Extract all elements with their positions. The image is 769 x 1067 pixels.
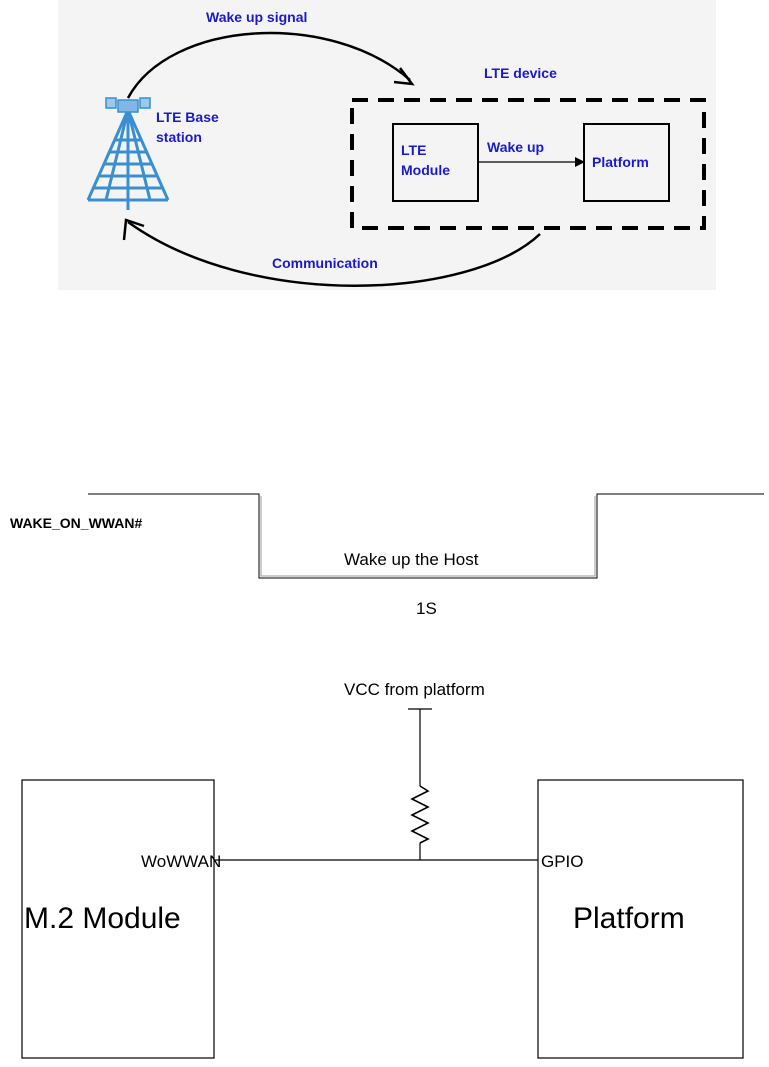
- base-station-label-line2: station: [156, 129, 202, 145]
- signal-name-label: WAKE_ON_WWAN#: [10, 515, 142, 531]
- m2-module-label: M.2 Module: [24, 902, 181, 935]
- vcc-label: VCC from platform: [344, 680, 485, 699]
- base-station-label-line1: LTE Base: [156, 109, 219, 125]
- lte-wakeup-diagram: Wake up signal LTE device Communication …: [58, 0, 716, 290]
- lte-module-label-line2: Module: [401, 162, 450, 178]
- wowwan-pin-label: WoWWAN: [141, 852, 221, 871]
- circuit-diagram: VCC from platform WoWWAN M.2 Module GPIO…: [22, 680, 743, 1058]
- low-phase-label: Wake up the Host: [344, 550, 479, 569]
- wake-up-signal-label: Wake up signal: [206, 9, 307, 25]
- pull-up-resistor: [412, 786, 428, 843]
- gpio-pin-label: GPIO: [541, 852, 584, 871]
- platform-circuit-label: Platform: [573, 902, 685, 935]
- timing-diagram: WAKE_ON_WWAN# Wake up the Host 1S: [10, 494, 764, 618]
- duration-label: 1S: [416, 599, 437, 618]
- platform-box-label: Platform: [592, 154, 649, 170]
- communication-label: Communication: [272, 255, 378, 271]
- lte-module-label-line1: LTE: [401, 142, 426, 158]
- wake-up-arrow-label: Wake up: [487, 139, 544, 155]
- lte-device-label: LTE device: [484, 65, 557, 81]
